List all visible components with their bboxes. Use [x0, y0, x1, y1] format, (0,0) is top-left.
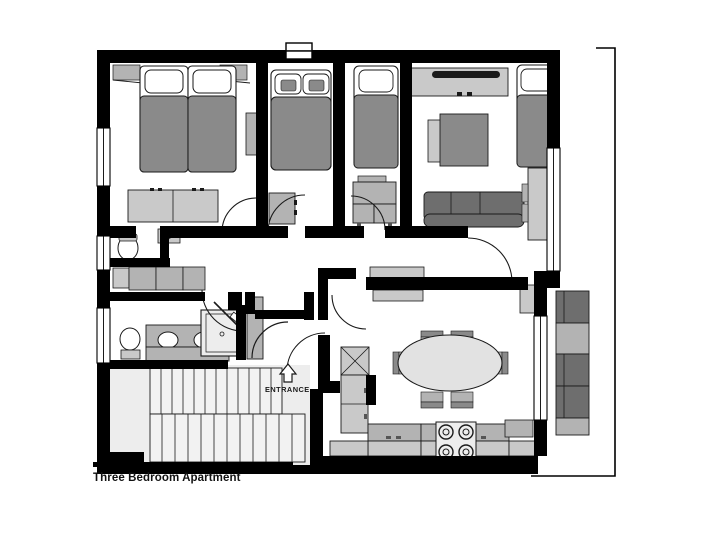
bedroom-two-furniture: [268, 69, 332, 225]
entrance-door-swing: [251, 321, 289, 359]
oval-dining-table: [397, 334, 503, 392]
dining-chair-bottom-left: [420, 391, 444, 409]
kitchen-furniture: [329, 374, 538, 463]
entrance-label: ENTRANCE: [265, 385, 310, 394]
window-left-middle: [96, 235, 111, 271]
single-bed: [353, 65, 399, 169]
window-right-lower: [533, 315, 548, 421]
window-left-upper: [96, 127, 111, 187]
bedroom-two-dresser: [268, 192, 297, 225]
corner-cabinet: [340, 346, 370, 376]
twin-bed-right: [187, 65, 237, 173]
terrace-outline: [531, 47, 616, 477]
dining-chair-bottom-right: [450, 391, 474, 409]
dining-room-furniture: [340, 266, 509, 409]
twin-bed-left: [139, 65, 189, 173]
walls: [96, 42, 561, 474]
up-arrow-icon: [278, 363, 298, 383]
terrace-seating: [504, 284, 590, 438]
master-bedroom-furniture: [112, 64, 263, 223]
title-rule: [93, 462, 293, 467]
three-seat-sofa: [423, 191, 525, 228]
tv-console: [409, 67, 509, 97]
master-dresser: [127, 188, 219, 223]
window-left-lower: [96, 307, 111, 364]
utility-room-fixtures: [112, 266, 206, 291]
staircase: [149, 367, 306, 463]
window-right-upper: [546, 147, 561, 272]
double-bed: [270, 69, 332, 171]
page-title: Three Bedroom Apartment: [93, 472, 241, 484]
bedroom-three-desk: [352, 175, 397, 226]
living-room-furniture: [409, 64, 561, 241]
armchair: [427, 113, 489, 167]
bedroom-three-furniture: [352, 65, 399, 226]
four-burner-hob: [435, 421, 477, 463]
